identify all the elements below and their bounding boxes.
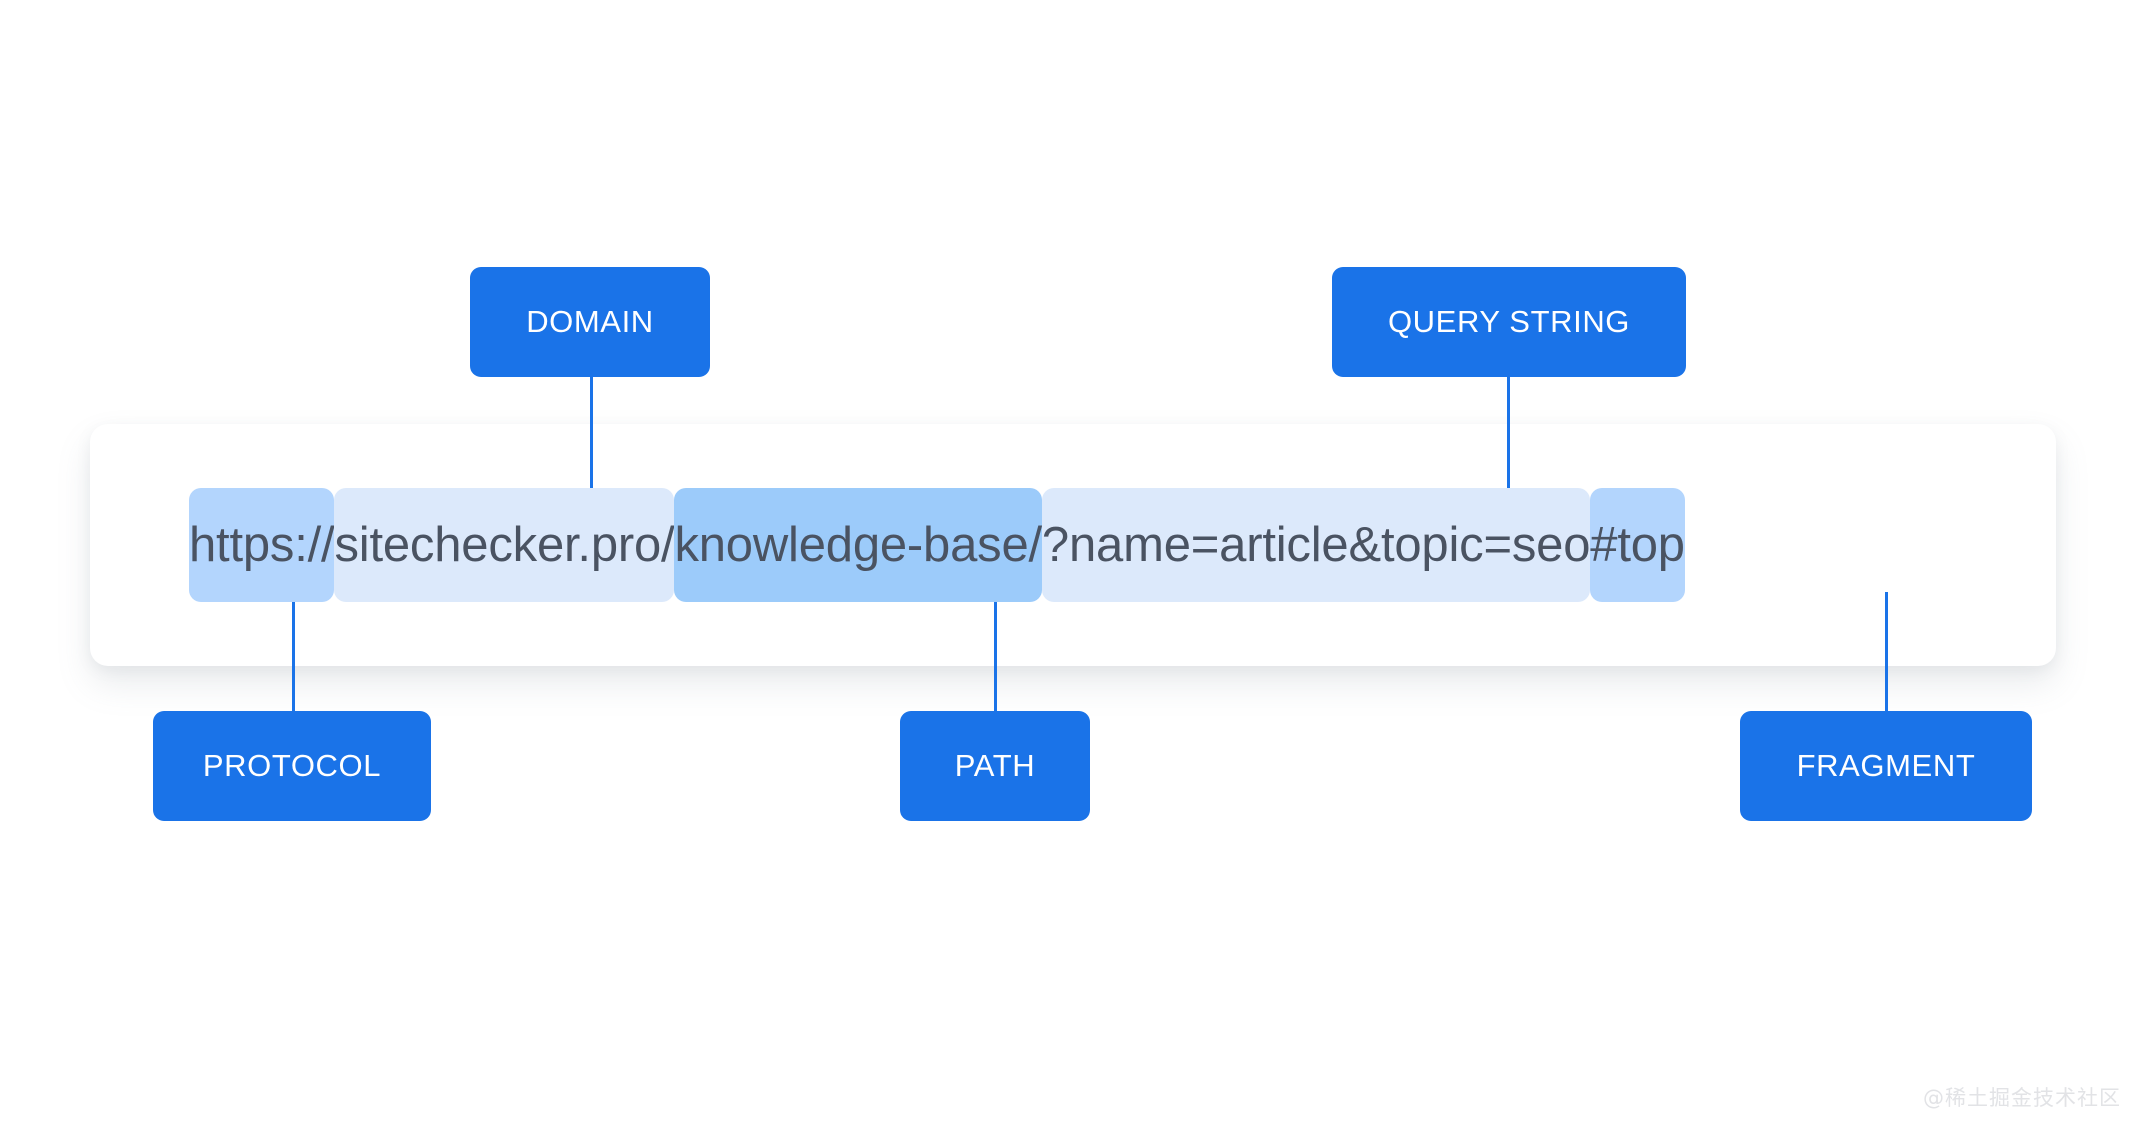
- url-segment-path[interactable]: knowledge-base/: [674, 488, 1042, 602]
- connector-protocol: [292, 592, 295, 712]
- label-badge-domain[interactable]: DOMAIN: [470, 267, 710, 377]
- url-segment-query-string[interactable]: ?name=article&topic=seo: [1041, 488, 1590, 602]
- watermark: @稀土掘金技术社区: [1923, 1086, 2121, 1110]
- label-badge-protocol[interactable]: PROTOCOL: [153, 711, 431, 821]
- url-strip: https:// sitechecker.pro/ knowledge-base…: [189, 488, 1685, 602]
- connector-fragment: [1885, 592, 1888, 712]
- label-badge-path[interactable]: PATH: [900, 711, 1090, 821]
- url-segment-domain[interactable]: sitechecker.pro/: [334, 488, 675, 602]
- connector-domain: [590, 281, 593, 507]
- label-badge-query-string[interactable]: QUERY STRING: [1332, 267, 1686, 377]
- label-badge-fragment[interactable]: FRAGMENT: [1740, 711, 2032, 821]
- url-segment-fragment[interactable]: #top: [1590, 488, 1685, 602]
- connector-path: [994, 592, 997, 712]
- url-segment-protocol[interactable]: https://: [189, 488, 335, 602]
- connector-query-string: [1507, 281, 1510, 507]
